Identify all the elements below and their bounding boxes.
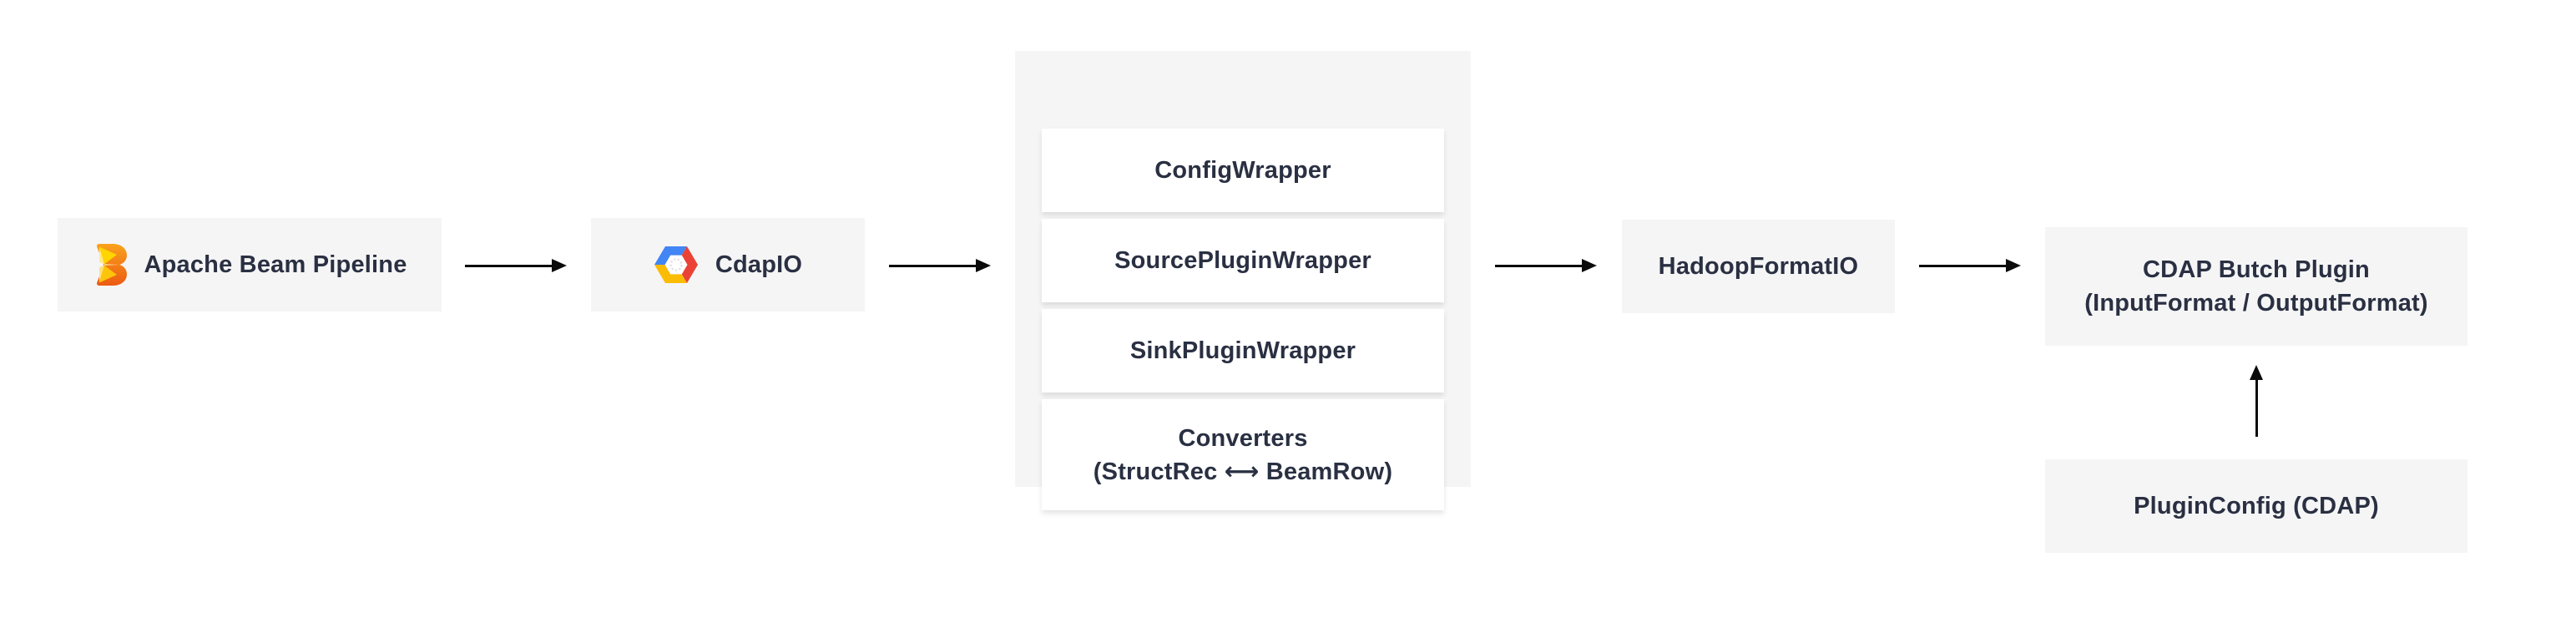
arrow-right-icon bbox=[1919, 259, 2021, 273]
card-label: SourcePluginWrapper bbox=[1114, 247, 1371, 274]
node-apache-beam-pipeline: Apache Beam Pipeline bbox=[58, 218, 442, 312]
arrow-right-icon bbox=[889, 259, 991, 273]
node-pluginconfig-cdap: PluginConfig (CDAP) bbox=[2045, 459, 2467, 553]
arrow-up-icon bbox=[2250, 365, 2264, 437]
node-label: CdapIO bbox=[715, 251, 803, 278]
node-hadoopformatio: HadoopFormatIO bbox=[1622, 220, 1895, 313]
google-cloud-logo-icon bbox=[654, 246, 699, 284]
node-sublabel: (InputFormat / OutputFormat) bbox=[2084, 290, 2428, 317]
node-label: CDAP Butch Plugin bbox=[2143, 256, 2370, 283]
card-label: Converters bbox=[1178, 424, 1308, 452]
node-cdapio: CdapIO bbox=[591, 218, 865, 312]
wrapper-card-configwrapper: ConfigWrapper bbox=[1042, 129, 1444, 212]
node-label: Apache Beam Pipeline bbox=[144, 251, 407, 278]
node-label: HadoopFormatIO bbox=[1658, 252, 1859, 280]
wrapper-card-sinkpluginwrapper: SinkPluginWrapper bbox=[1042, 309, 1444, 393]
card-label: ConfigWrapper bbox=[1154, 157, 1331, 184]
wrapper-card-converters: Converters (StructRec ⟷ BeamRow) bbox=[1042, 399, 1444, 510]
wrapper-card-sourcepluginwrapper: SourcePluginWrapper bbox=[1042, 219, 1444, 302]
wrappers-group: ConfigWrapper SourcePluginWrapper SinkPl… bbox=[1015, 51, 1471, 510]
card-label: SinkPluginWrapper bbox=[1129, 337, 1356, 364]
card-sublabel: (StructRec ⟷ BeamRow) bbox=[1093, 458, 1393, 485]
arrow-right-icon bbox=[465, 259, 567, 273]
arrow-right-icon bbox=[1495, 259, 1597, 273]
apache-beam-logo-icon bbox=[92, 244, 128, 286]
node-cdap-butch-plugin: CDAP Butch Plugin (InputFormat / OutputF… bbox=[2045, 227, 2467, 346]
node-label: PluginConfig (CDAP) bbox=[2134, 492, 2379, 519]
